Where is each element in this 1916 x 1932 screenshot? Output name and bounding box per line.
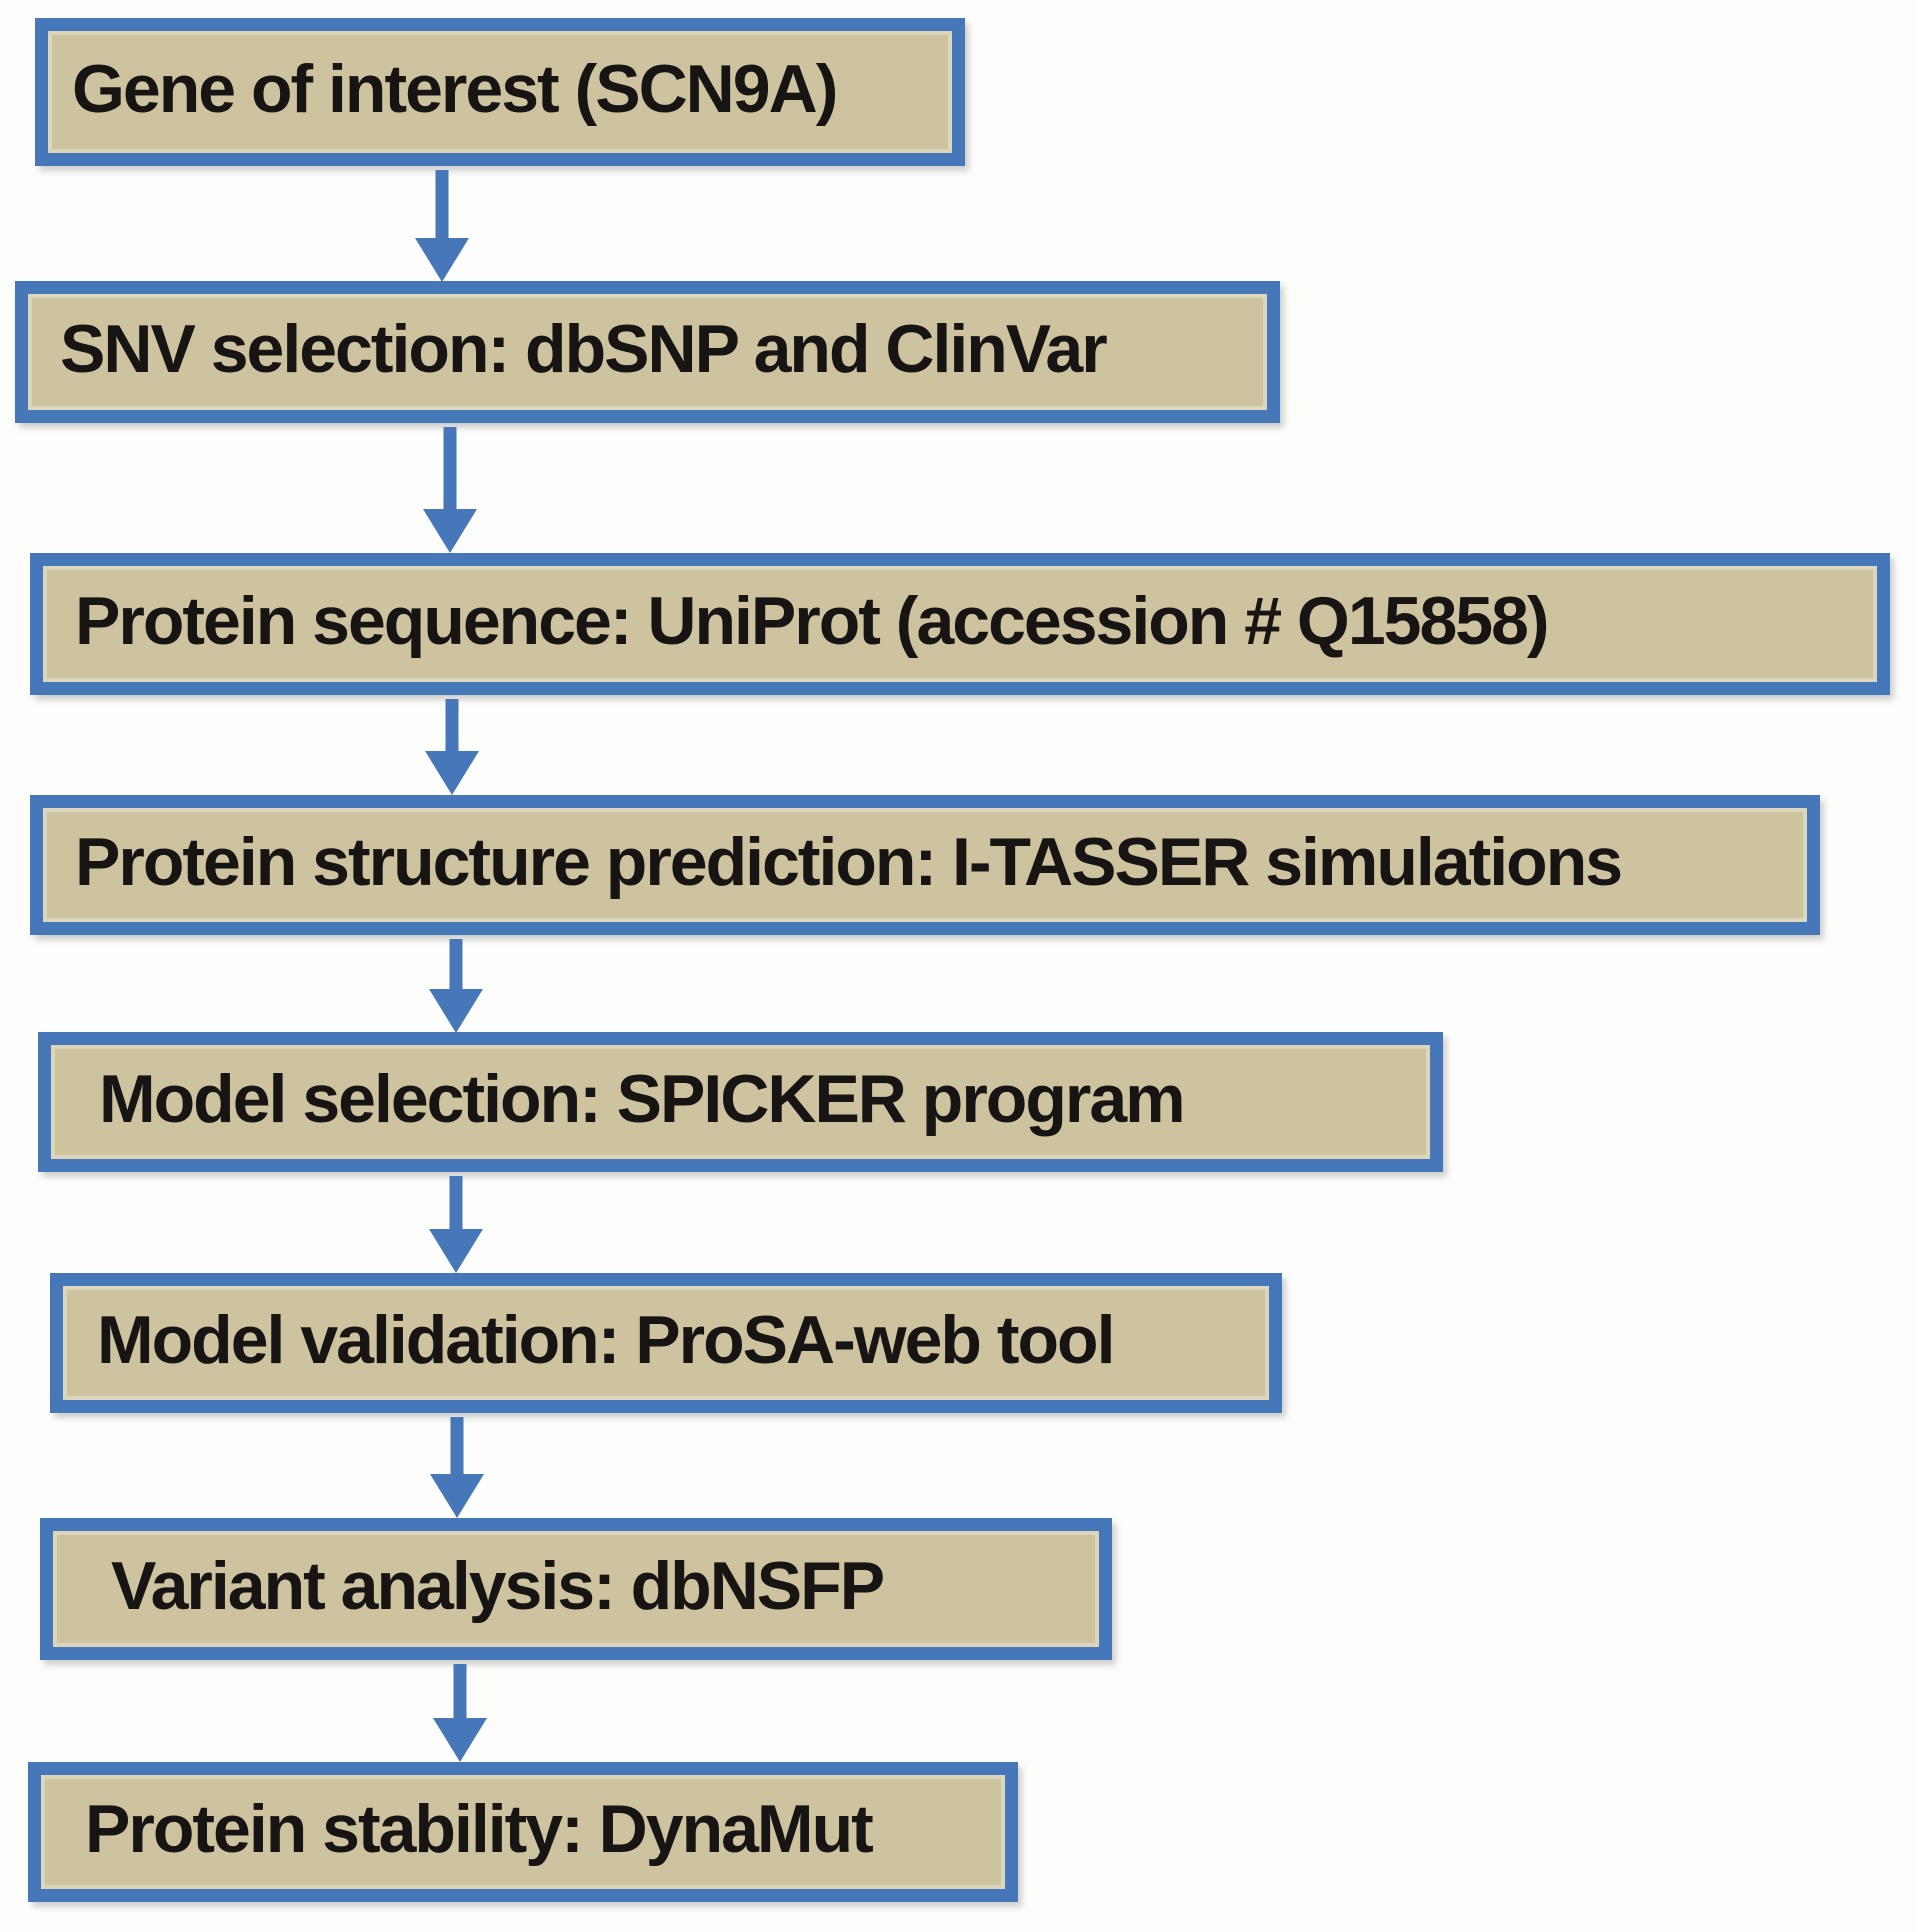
down-arrow-icon	[425, 699, 479, 795]
down-arrow-icon	[415, 170, 469, 282]
flow-step-protein-stability: Protein stability: DynaMut	[28, 1762, 1018, 1902]
flow-step-snv-selection: SNV selection: dbSNP and ClinVar	[15, 281, 1280, 423]
arrow-stem	[443, 427, 457, 515]
flow-step-label: Protein sequence: UniProt (accession # Q…	[75, 583, 1550, 659]
flow-step-variant-analysis: Variant analysis: dbNSFP	[40, 1518, 1112, 1660]
flow-step-label: Gene of interest (SCN9A)	[72, 51, 838, 127]
arrow-head	[429, 989, 483, 1033]
down-arrow-icon	[429, 939, 483, 1033]
arrow-head	[430, 1474, 484, 1518]
arrow-head	[429, 1229, 483, 1273]
flow-step-label: Protein stability: DynaMut	[85, 1791, 874, 1867]
flow-step-model-selection: Model selection: SPICKER program	[38, 1032, 1443, 1172]
flow-step-model-validation: Model validation: ProSA-web tool	[50, 1273, 1282, 1413]
arrow-head	[425, 751, 479, 795]
arrow-stem	[450, 1417, 464, 1480]
flow-step-label: SNV selection: dbSNP and ClinVar	[60, 311, 1108, 387]
down-arrow-icon	[429, 1176, 483, 1273]
arrow-head	[423, 509, 477, 553]
arrow-stem	[449, 1176, 463, 1235]
flow-step-label: Model selection: SPICKER program	[99, 1061, 1186, 1137]
flow-step-label: Protein structure prediction: I-TASSER s…	[75, 824, 1623, 900]
flow-step-label: Model validation: ProSA-web tool	[97, 1302, 1115, 1378]
arrow-head	[415, 238, 469, 282]
arrow-stem	[449, 939, 463, 995]
arrow-stem	[435, 170, 449, 244]
arrow-stem	[453, 1664, 467, 1724]
down-arrow-icon	[430, 1417, 484, 1518]
flow-step-protein-sequence: Protein sequence: UniProt (accession # Q…	[30, 553, 1890, 695]
arrow-stem	[445, 699, 459, 757]
down-arrow-icon	[423, 427, 477, 553]
down-arrow-icon	[433, 1664, 487, 1762]
flow-step-structure-prediction: Protein structure prediction: I-TASSER s…	[30, 795, 1820, 935]
flow-step-label: Variant analysis: dbNSFP	[111, 1548, 885, 1624]
flow-step-gene-of-interest: Gene of interest (SCN9A)	[35, 18, 965, 166]
arrow-head	[433, 1718, 487, 1762]
